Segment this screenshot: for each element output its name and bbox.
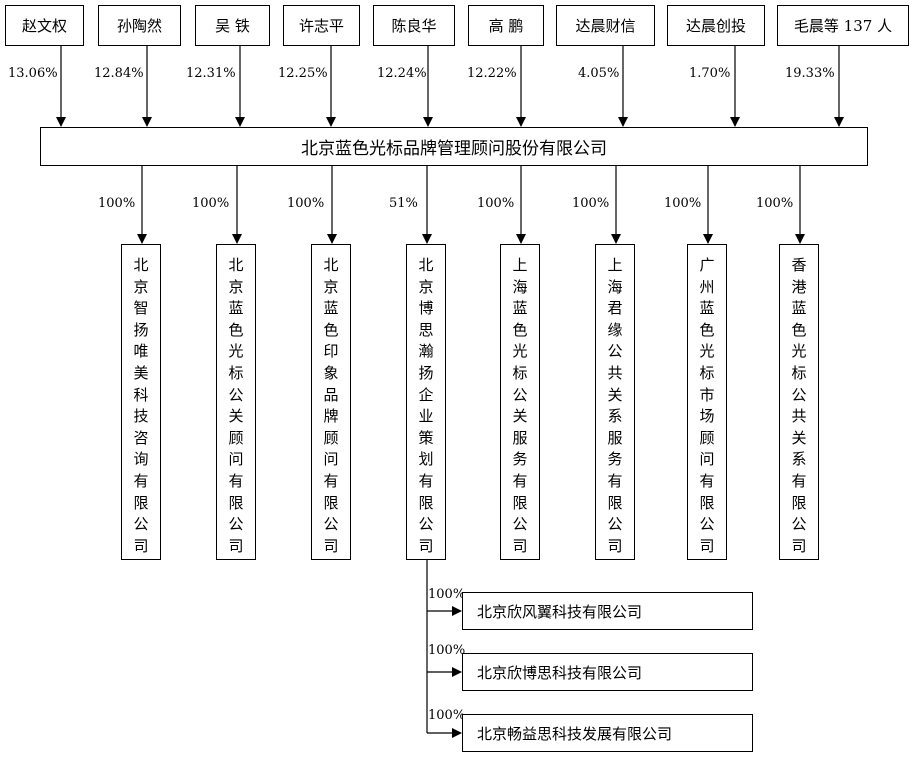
shareholder-box: 达晨创投 — [667, 5, 765, 46]
subsidiary-pct: 100% — [98, 196, 136, 211]
shareholder-pct: 1.70% — [689, 66, 731, 81]
grand-subsidiary-box: 北京畅益思科技发展有限公司 — [462, 714, 753, 752]
subsidiary-name: 北京蓝色光标公关顾问有限公司 — [228, 256, 244, 555]
shareholder-pct: 12.31% — [186, 66, 236, 81]
grand-subsidiary-box: 北京欣风翼科技有限公司 — [462, 592, 753, 630]
subsidiary-name: 北京蓝色印象品牌顾问有限公司 — [323, 256, 339, 555]
shareholder-name: 陈良华 — [391, 17, 437, 35]
shareholder-box: 达晨财信 — [556, 5, 655, 46]
subsidiary-box: 上海君缘公共关系服务有限公司 — [595, 244, 635, 560]
subsidiary-box: 北京博思瀚扬企业策划有限公司 — [406, 244, 446, 560]
shareholder-name: 吴 铁 — [215, 17, 250, 35]
grand-subsidiary-pct: 100% — [428, 708, 466, 723]
shareholder-pct: 12.84% — [94, 66, 144, 81]
subsidiary-box: 广州蓝色光标市场顾问有限公司 — [687, 244, 727, 560]
subsidiary-pct: 100% — [192, 196, 230, 211]
shareholder-pct: 4.05% — [578, 66, 620, 81]
grand-subsidiary-pct: 100% — [428, 643, 466, 658]
subsidiary-box: 上海蓝色光标公关服务有限公司 — [500, 244, 540, 560]
shareholder-box: 高 鹏 — [468, 5, 544, 46]
subsidiary-pct: 100% — [756, 196, 794, 211]
shareholder-pct: 12.22% — [467, 66, 517, 81]
shareholder-name: 许志平 — [298, 17, 344, 35]
subsidiary-box: 北京智扬唯美科技咨询有限公司 — [121, 244, 161, 560]
subsidiary-box: 北京蓝色光标公关顾问有限公司 — [216, 244, 256, 560]
grand-subsidiary-name: 北京欣博思科技有限公司 — [477, 663, 643, 682]
subsidiary-box: 北京蓝色印象品牌顾问有限公司 — [311, 244, 351, 560]
shareholder-box: 赵文权 — [5, 5, 84, 46]
shareholder-name: 达晨财信 — [575, 17, 636, 35]
subsidiary-pct: 51% — [389, 196, 418, 211]
subsidiary-pct: 100% — [477, 196, 515, 211]
shareholder-box: 吴 铁 — [195, 5, 270, 46]
subsidiary-box: 香港蓝色光标公共关系有限公司 — [779, 244, 819, 560]
shareholder-box: 陈良华 — [373, 5, 455, 46]
shareholder-name: 赵文权 — [21, 17, 67, 35]
subsidiary-name: 广州蓝色光标市场顾问有限公司 — [699, 256, 715, 555]
grand-subsidiary-pct: 100% — [428, 587, 466, 602]
shareholder-name: 达晨创投 — [685, 17, 746, 35]
shareholder-name: 毛晨等 137 人 — [793, 17, 893, 35]
subsidiary-name: 北京博思瀚扬企业策划有限公司 — [418, 256, 434, 555]
shareholder-name: 孙陶然 — [116, 17, 162, 35]
shareholder-pct: 13.06% — [8, 66, 58, 81]
shareholder-box: 毛晨等 137 人 — [777, 5, 909, 46]
subsidiary-name: 香港蓝色光标公共关系有限公司 — [791, 256, 807, 555]
shareholder-box: 许志平 — [283, 5, 360, 46]
subsidiary-pct: 100% — [572, 196, 610, 211]
shareholder-pct: 12.24% — [377, 66, 427, 81]
shareholder-pct: 19.33% — [785, 66, 835, 81]
parent-company-name: 北京蓝色光标品牌管理顾问股份有限公司 — [301, 139, 607, 159]
subsidiary-name: 北京智扬唯美科技咨询有限公司 — [133, 256, 149, 555]
grand-subsidiary-name: 北京欣风翼科技有限公司 — [477, 602, 643, 621]
shareholder-pct: 12.25% — [278, 66, 328, 81]
subsidiary-name: 上海君缘公共关系服务有限公司 — [607, 256, 623, 555]
grand-subsidiary-name: 北京畅益思科技发展有限公司 — [477, 724, 673, 743]
subsidiary-name: 上海蓝色光标公关服务有限公司 — [512, 256, 528, 555]
subsidiary-pct: 100% — [664, 196, 702, 211]
shareholder-name: 高 鹏 — [488, 17, 524, 35]
subsidiary-pct: 100% — [287, 196, 325, 211]
shareholder-box: 孙陶然 — [98, 5, 181, 46]
grand-subsidiary-box: 北京欣博思科技有限公司 — [462, 653, 753, 691]
parent-company-box: 北京蓝色光标品牌管理顾问股份有限公司 — [40, 127, 868, 166]
